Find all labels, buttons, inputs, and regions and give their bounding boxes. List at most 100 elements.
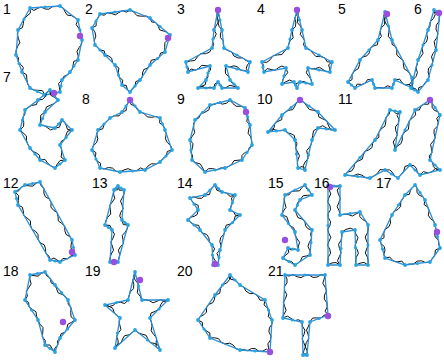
vertex-dot [158,348,162,352]
vertex-dot [66,327,69,330]
vertex-dot [36,272,39,275]
original-contour [92,10,170,92]
vertex-dot [308,253,312,257]
vertex-dot [283,193,287,197]
vertex-dot [186,70,190,74]
vertex-dot [188,196,192,200]
vertex-dot [403,193,407,197]
vertex-dot [291,247,294,250]
vertex-dot [103,303,107,307]
vertex-dot [213,293,217,297]
vertex-dot [413,88,416,91]
figure-number: 10 [257,92,273,106]
vertex-dot [98,12,102,16]
figure-number: 12 [3,176,19,190]
vertex-dot [303,273,306,276]
vertex-dot [114,186,117,189]
vertex-dot [350,83,353,86]
vertex-dot [298,80,302,84]
vertex-dot [413,168,416,171]
vertex-dot [287,222,290,225]
vertex-dot [393,148,397,152]
original-contour [190,100,252,172]
start-point [212,261,218,267]
original-contour [16,6,82,95]
vertex-dot [41,117,44,120]
vertex-dot [164,154,167,157]
approximation-polygon [411,10,440,92]
vertex-dot [58,143,62,147]
vertex-dot [358,58,362,62]
vertex-dot [298,18,301,21]
vertex-dot [433,163,436,166]
vertex-dot [196,86,200,90]
vertex-dot [43,343,47,347]
vertex-dot [131,169,134,172]
vertex-dot [310,193,314,197]
vertex-dot [192,202,195,205]
vertex-dot [204,86,207,89]
vertex-dot [416,262,419,265]
vertex-dot [202,327,205,330]
vertex-dot [390,213,394,217]
vertex-dot [38,180,42,184]
vertex-dot [94,19,97,22]
vertex-dot [73,318,77,322]
vertex-dot [368,176,372,180]
original-contour [105,272,168,350]
vertex-dot [170,148,174,152]
figure-number: 4 [257,2,265,16]
original-contour [186,10,250,88]
vertex-dot [117,73,120,76]
vertex-dot [198,228,202,232]
vertex-dot [346,80,350,84]
approximation-polygon [15,182,75,262]
vertex-dot [310,82,314,86]
vertex-dot [217,256,220,259]
figure-number: 3 [177,2,185,16]
start-point [215,7,221,13]
original-contour [411,10,440,92]
vertex-dot [102,122,105,125]
vertex-dot [59,84,62,87]
vertex-dot [188,138,192,142]
original-contour [92,100,172,172]
vertex-dot [433,223,437,227]
approximation-polygon [268,100,335,170]
vertex-dot [388,108,392,112]
original-contour [345,100,440,178]
vertex-dot [148,63,152,67]
vertex-dot [310,138,314,142]
vertex-dot [140,298,144,302]
vertex-dot [326,224,329,227]
vertex-dot [418,173,422,177]
vertex-dot [280,113,284,117]
figure-number: 13 [92,176,108,190]
vertex-dot [323,273,327,277]
vertex-dot [316,126,320,130]
vertex-dot [186,218,190,222]
vertex-dot [236,86,240,90]
vertex-dot [231,201,234,204]
vertex-dot [408,163,412,167]
vertex-dot [184,60,188,64]
vertex-dot [316,110,320,114]
vertex-dot [38,158,42,162]
vertex-dot [120,110,124,114]
vertex-dot [263,298,267,302]
original-contour [15,182,75,262]
vertex-dot [98,48,101,51]
vertex-dot [304,46,308,50]
vertex-dot [397,203,400,206]
vertex-dot [120,218,124,222]
vertex-dot [338,213,342,217]
vertex-dot [418,191,421,194]
vertex-dot [281,316,285,320]
vertex-dot [253,349,256,352]
vertex-dot [296,166,300,170]
vertex-dot [21,118,24,121]
vertex-dot [390,86,394,90]
vertex-dot [286,46,290,50]
vertex-dot [366,263,370,267]
vertex-dot [293,263,297,267]
